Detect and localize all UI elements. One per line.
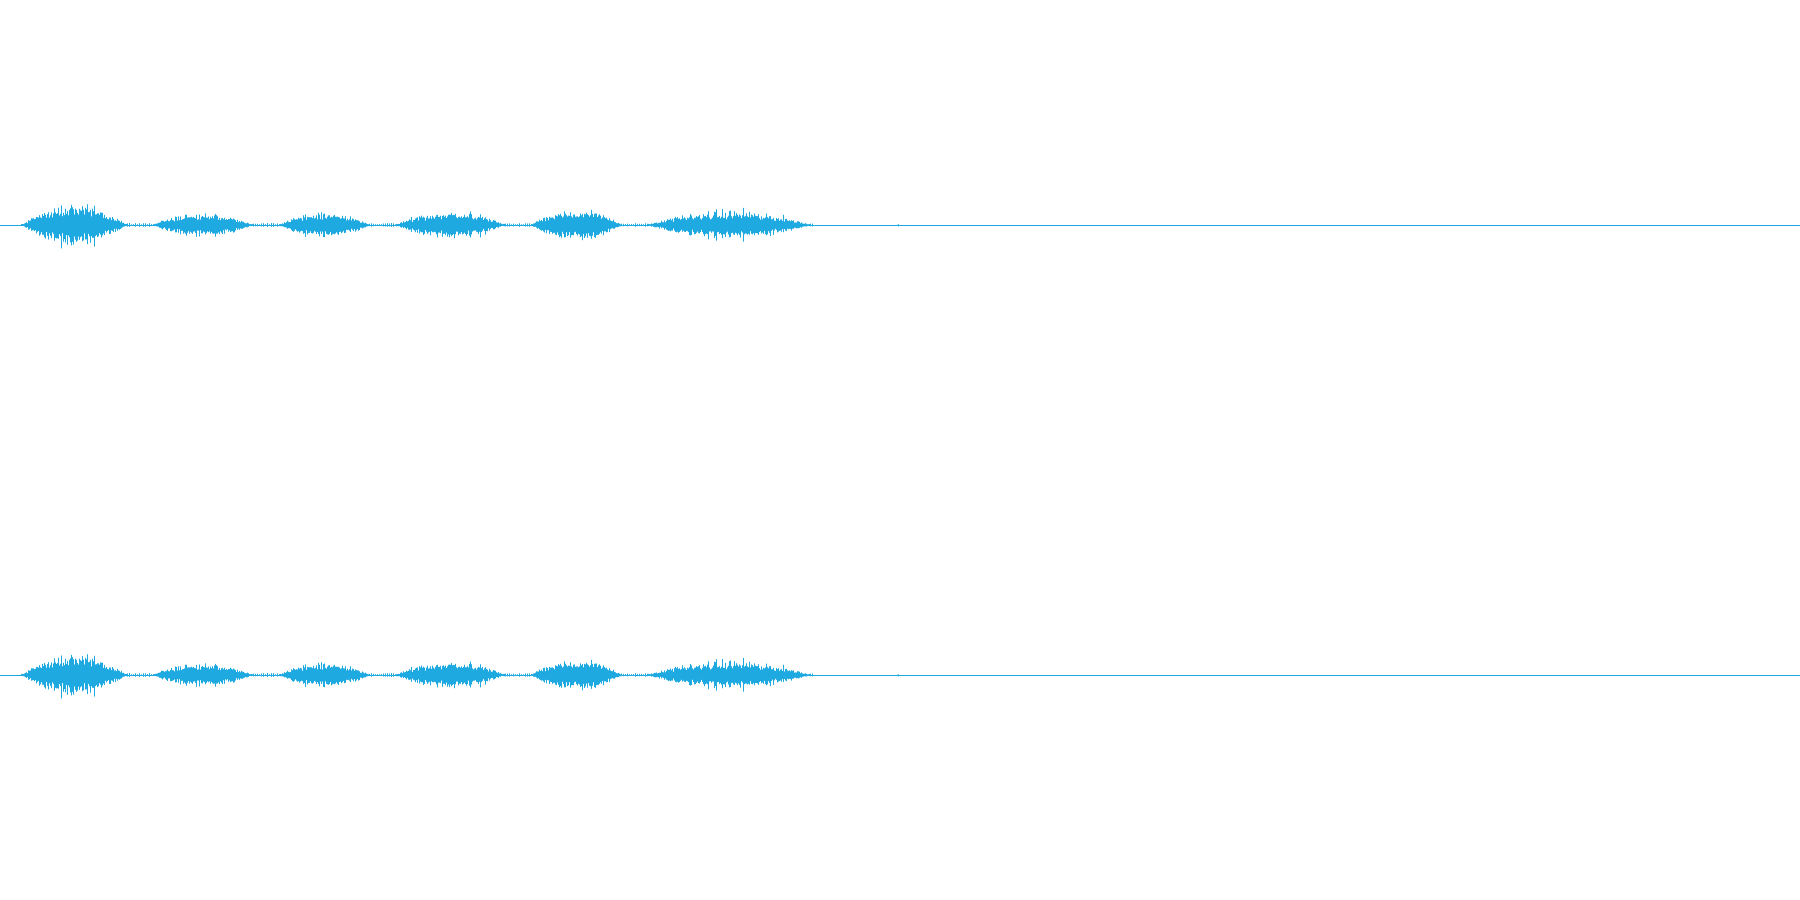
waveform-burst [279,212,370,238]
waveform-gap-noise [621,673,648,677]
waveform-gap-noise [369,673,396,677]
waveform-burst [153,213,254,237]
waveform-gap-noise [621,223,648,227]
waveform-gap-noise [127,673,152,677]
waveform-burst [648,657,811,692]
channel-right [0,654,1800,699]
waveform-burst [279,662,370,688]
waveform-gap-noise [810,673,813,677]
waveform-burst [153,663,254,687]
waveform-burst [21,654,128,699]
channel-left [0,204,1800,249]
waveform-burst [396,661,506,689]
waveform-gap-noise [369,223,396,227]
waveform-gap-noise [253,223,278,227]
waveform-gap-noise [810,223,813,227]
waveform-burst [396,211,506,239]
waveform-burst [531,659,622,691]
waveform-gap-noise [127,223,152,227]
waveform-gap-noise [505,673,530,677]
waveform-burst [531,209,622,241]
waveform-gap-noise [505,223,530,227]
waveform-burst [21,204,128,249]
waveform-burst [648,207,811,242]
waveform-gap-noise [253,673,278,677]
